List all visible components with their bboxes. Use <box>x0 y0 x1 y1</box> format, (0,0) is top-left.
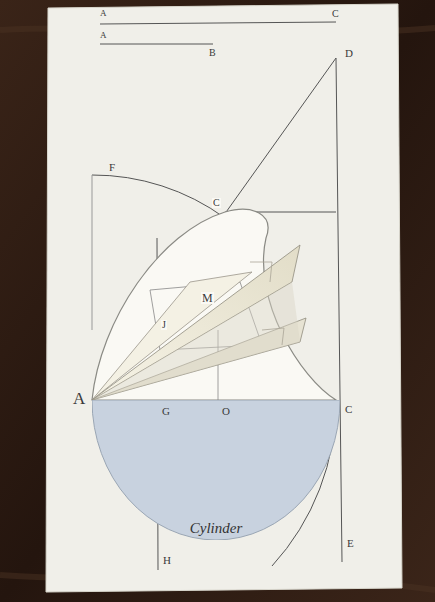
construction-line <box>336 58 342 562</box>
cone-shadow <box>92 282 300 400</box>
point-letter: C <box>331 9 340 19</box>
construction-line <box>92 58 336 400</box>
length-line <box>100 22 336 24</box>
point-letter: A <box>72 390 86 407</box>
point-letter: A <box>99 31 108 40</box>
point-letter: H <box>162 555 172 566</box>
point-letter: F <box>108 162 116 173</box>
cylinder-base <box>92 400 340 540</box>
point-letter: J <box>161 320 167 330</box>
half-ellipse-outline <box>92 400 340 540</box>
card <box>46 4 402 592</box>
point-letter: D <box>344 48 354 59</box>
popup-flap <box>92 209 336 400</box>
construction-line <box>92 175 93 330</box>
point-letter: M <box>201 292 214 304</box>
point-letter: G <box>161 406 171 417</box>
point-letter: C <box>344 404 353 415</box>
point-letter: E <box>346 538 355 549</box>
cylinder-region: Cylinder <box>92 400 340 540</box>
tab <box>250 262 284 345</box>
arc <box>92 175 225 218</box>
point-letter: B <box>208 48 217 58</box>
length-line <box>100 44 213 45</box>
point-letter: O <box>221 406 231 417</box>
region-label: Cylinder <box>190 520 243 537</box>
point-letter: A <box>99 9 108 18</box>
point-letter: C <box>212 198 221 208</box>
cone-flap <box>92 245 300 400</box>
